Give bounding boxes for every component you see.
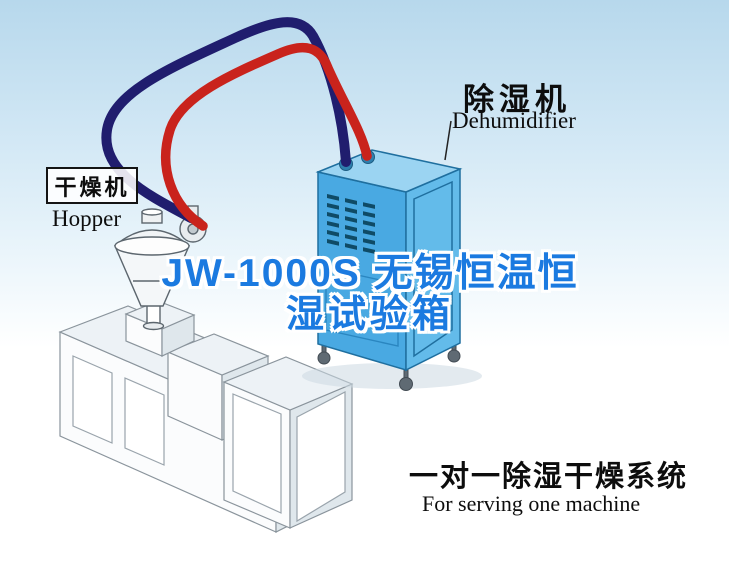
- vent-grille: [327, 194, 375, 254]
- door-handle: [443, 258, 448, 270]
- label-pointer-line: [444, 120, 452, 161]
- hopper-lid: [114, 236, 190, 256]
- extruder-cabinet-panel: [232, 393, 282, 514]
- extruder-panel: [124, 377, 165, 466]
- cabinet-door: [413, 180, 453, 358]
- system-caption-zh: 一对一除湿干燥系统: [409, 461, 689, 493]
- product-title-line1: JW-1000S 无锡恒温恒: [161, 252, 579, 295]
- hopper-flange: [142, 321, 165, 331]
- pipe-red: [161, 42, 372, 231]
- hopper-label-box: 干燥机: [46, 167, 138, 204]
- extruder-panel: [72, 355, 113, 444]
- extruder-machine: [58, 300, 354, 533]
- product-title-line2: 湿试验箱: [285, 294, 454, 336]
- system-caption-en: For serving one machine: [422, 491, 641, 516]
- cabinet-lower-panel: [325, 267, 399, 347]
- dehumidifier-cabinet: [302, 149, 482, 391]
- extruder-mid-box-top: [166, 333, 270, 376]
- cabinet-shadow: [302, 363, 482, 389]
- hopper-label-en: Hopper: [52, 206, 121, 231]
- hopper-label-zh: 干燥机: [54, 174, 130, 200]
- caster-wheels: [317, 342, 461, 391]
- dehumidifier-label-zh: 除湿机: [463, 82, 571, 117]
- dehumidifier-label-en: Dehumidifier: [452, 108, 576, 133]
- extruder-cabinet-panel: [296, 391, 346, 523]
- cabinet-top-face: [315, 149, 463, 193]
- hopper-cap-top: [141, 208, 163, 216]
